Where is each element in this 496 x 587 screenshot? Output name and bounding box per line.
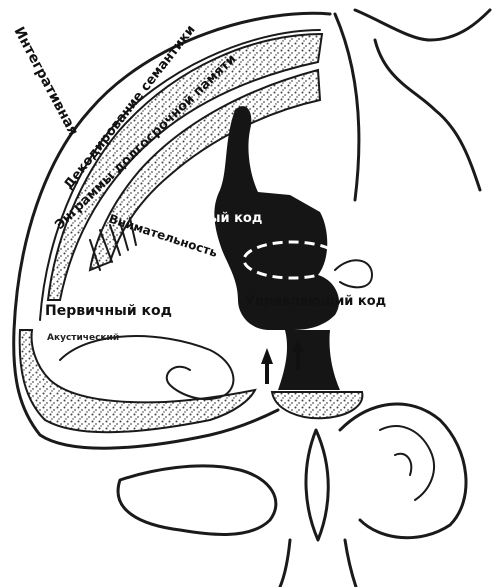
pons-speckled (272, 392, 362, 418)
brainstem-region (278, 330, 340, 390)
label-akusticheskiy: Акустический (47, 333, 119, 343)
cerebellum-folds (380, 426, 434, 500)
lower-right-structure (340, 404, 466, 538)
right-hemisphere-line-2 (355, 10, 490, 40)
lower-left-structure (118, 466, 276, 535)
right-hemisphere-line-3 (375, 40, 480, 190)
label-upravlyayushchy-kod: Управляющий код (245, 294, 386, 309)
right-hemisphere-line-1 (335, 14, 359, 200)
temporal-curl (60, 336, 233, 399)
temporal-speckled-region (20, 330, 255, 432)
up-arrow-icon (261, 348, 273, 384)
label-integrativnaya: Интегративная (10, 24, 81, 138)
label-pervichny-kod: Первичный код (45, 303, 172, 319)
side-loop (335, 260, 372, 287)
label-vtorichny-kod: Вторичный код (146, 211, 262, 226)
lower-center-split (306, 430, 328, 540)
bottom-stem (280, 540, 356, 587)
